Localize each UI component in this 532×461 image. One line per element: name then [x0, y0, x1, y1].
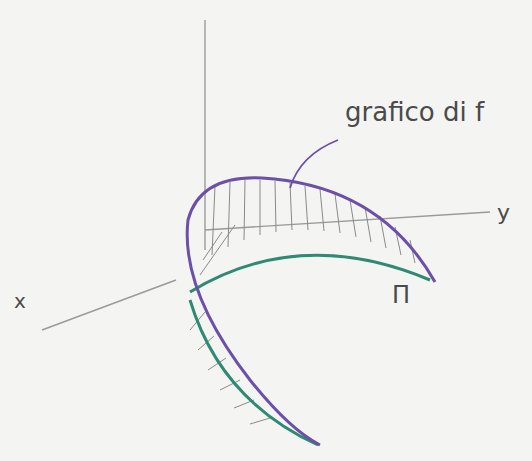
leader-line [290, 140, 338, 188]
x-axis [42, 280, 176, 330]
graph-curve [187, 178, 435, 445]
y-axis [205, 212, 490, 230]
hatching [190, 180, 415, 424]
region-label: Π [392, 282, 422, 310]
axes [42, 20, 490, 330]
graph-label: grafico di f [345, 98, 505, 128]
axis-label: x [14, 290, 38, 313]
boundary-curve [190, 255, 430, 445]
axis-label: y [497, 200, 521, 225]
z-axis [204, 20, 205, 250]
